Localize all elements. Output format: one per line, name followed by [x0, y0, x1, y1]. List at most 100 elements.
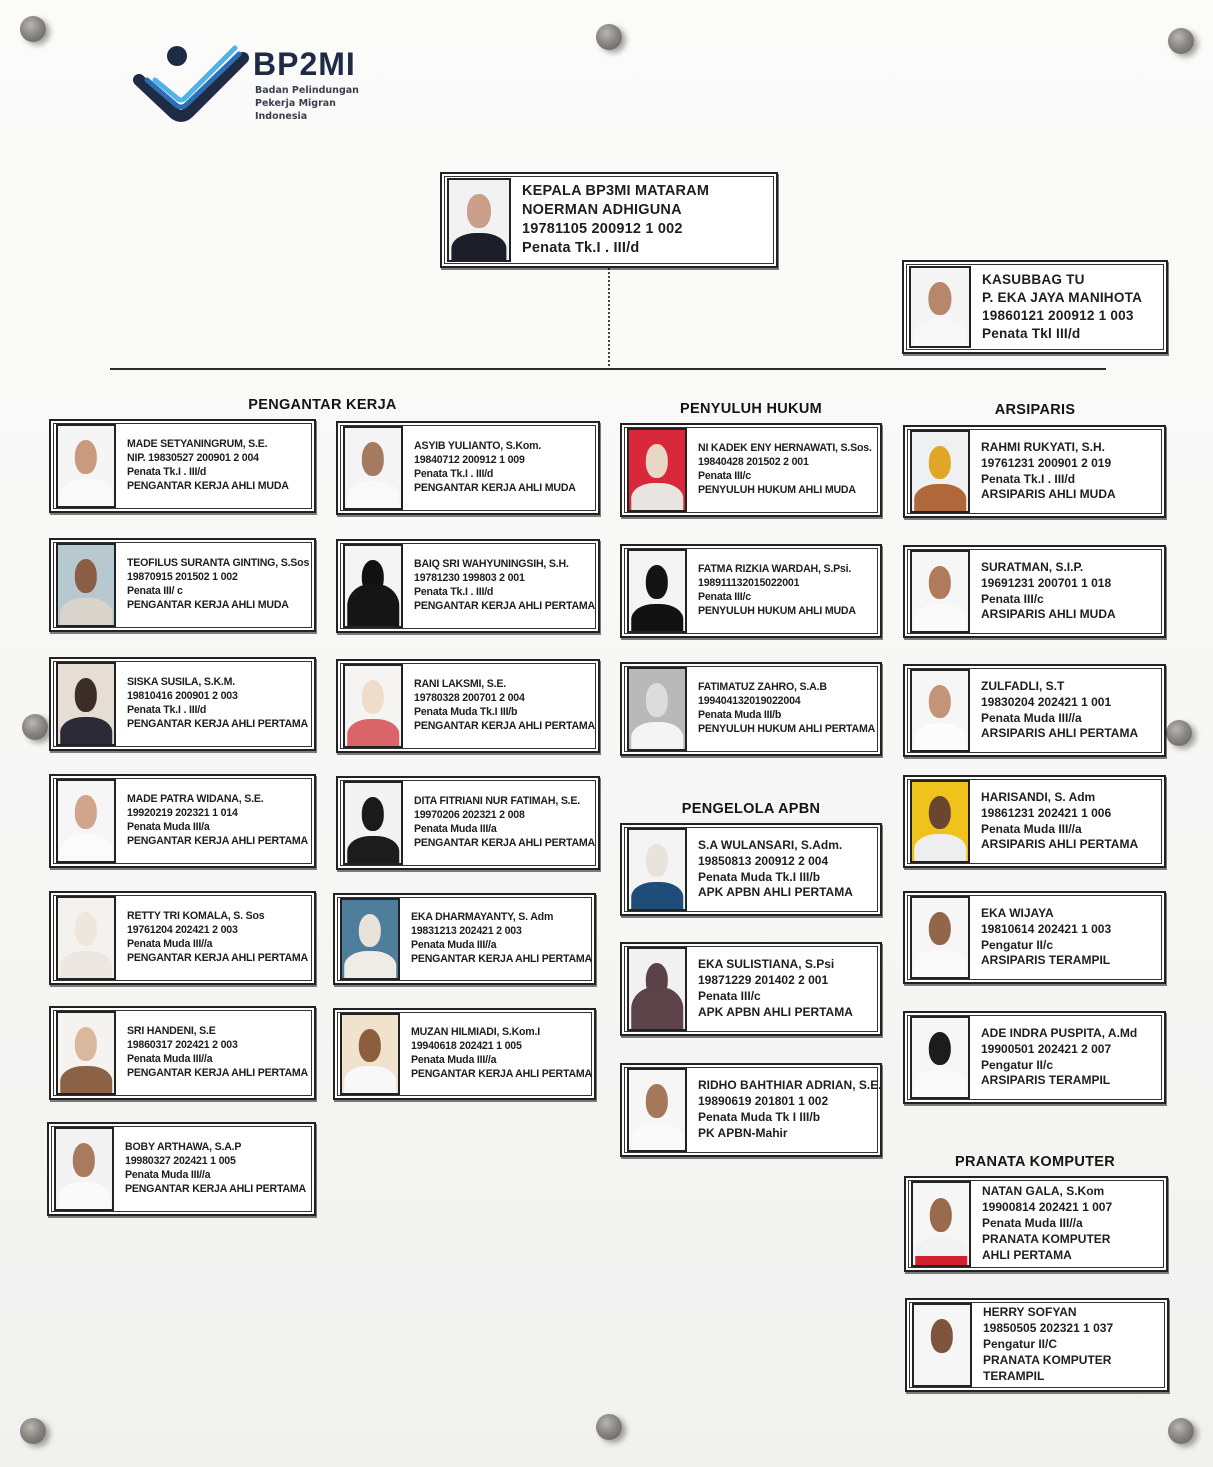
kasubbag-photo: [909, 266, 971, 348]
kasubbag-position: KASUBBAG TU: [982, 272, 1085, 288]
member-photo: [343, 664, 403, 748]
head-card: KEPALA BP3MI MATARAM NOERMAN ADHIGUNA 19…: [440, 172, 778, 268]
member-photo: [56, 896, 116, 980]
hierarchy-divider-line: [110, 368, 1106, 370]
member-card: S.A WULANSARI, S.Adm. 19850813 200912 2 …: [620, 823, 882, 916]
member-card: MADE PATRA WIDANA, S.E. 19920219 202321 …: [49, 774, 316, 868]
member-photo: [340, 1013, 400, 1095]
member-info: RANI LAKSMI, S.E. 19780328 200701 2 004 …: [403, 678, 598, 734]
member-role: PENGANTAR KERJA AHLI PERTAMA: [127, 717, 308, 730]
member-info: EKA SULISTIANA, S.Psi 19871229 201402 2 …: [687, 957, 880, 1020]
member-nip: NIP. 19830527 200901 2 004: [127, 452, 259, 465]
member-info: ASYIB YULIANTO, S.Kom. 19840712 200912 1…: [403, 440, 598, 496]
member-name: RETTY TRI KOMALA, S. Sos: [127, 910, 265, 923]
kasubbag-name: P. EKA JAYA MANIHOTA: [982, 290, 1143, 306]
member-rank: Penata Muda III//a: [127, 938, 213, 950]
member-card: ZULFADLI, S.T 19830204 202421 1 001 Pena…: [903, 664, 1166, 757]
member-role: PENYULUH HUKUM AHLI MUDA: [698, 604, 856, 617]
member-info: SISKA SUSILA, S.K.M. 19810416 200901 2 0…: [116, 676, 314, 732]
member-card: ASYIB YULIANTO, S.Kom. 19840712 200912 1…: [336, 421, 600, 515]
mounting-pin-icon: [1166, 720, 1192, 746]
member-name: RIDHO BAHTHIAR ADRIAN, S.E.: [698, 1078, 882, 1093]
member-nip: 19860317 202421 2 003: [127, 1039, 238, 1052]
member-info: S.A WULANSARI, S.Adm. 19850813 200912 2 …: [687, 838, 880, 901]
mounting-pin-icon: [20, 16, 46, 42]
member-name: SURATMAN, S.I.P.: [981, 559, 1084, 574]
member-photo: [910, 1016, 970, 1099]
member-nip: 19691231 200701 1 018: [981, 575, 1112, 590]
member-role: ARSIPARIS AHLI PERTAMA: [981, 726, 1139, 741]
member-card: SRI HANDENI, S.E 19860317 202421 2 003 P…: [49, 1006, 316, 1100]
member-info: ADE INDRA PUSPITA, A.Md 19900501 202421 …: [970, 1026, 1164, 1089]
member-role: PENGANTAR KERJA AHLI PERTAMA: [127, 834, 308, 847]
member-nip: 19900501 202421 2 007: [981, 1041, 1112, 1056]
member-name: SRI HANDENI, S.E: [127, 1025, 216, 1038]
member-rank: Penata Tk.I . III/d: [981, 471, 1076, 486]
member-rank: Penata Muda Tk I III/b: [698, 1110, 821, 1124]
member-rank: Penata Tk.I . III/d: [127, 466, 207, 478]
kasubbag-card: KASUBBAG TU P. EKA JAYA MANIHOTA 1986012…: [902, 260, 1168, 354]
member-nip: 19831213 202421 2 003: [411, 925, 522, 938]
member-info: FATIMATUZ ZAHRO, S.A.B 19940413201902200…: [687, 681, 880, 737]
member-role: PRANATA KOMPUTER: [982, 1231, 1111, 1246]
member-role: PENGANTAR KERJA AHLI PERTAMA: [411, 1067, 592, 1080]
hierarchy-dotted-line: [608, 268, 610, 370]
member-role: ARSIPARIS TERAMPIL: [981, 953, 1111, 968]
member-nip: 19830204 202421 1 001: [981, 694, 1112, 709]
member-card: RIDHO BAHTHIAR ADRIAN, S.E. 19890619 201…: [620, 1063, 882, 1157]
member-name: MUZAN HILMIADI, S.Kom.I: [411, 1026, 540, 1039]
member-info: SRI HANDENI, S.E 19860317 202421 2 003 P…: [116, 1025, 314, 1081]
member-name: S.A WULANSARI, S.Adm.: [698, 837, 843, 852]
member-name: ZULFADLI, S.T: [981, 678, 1065, 693]
member-name: DITA FITRIANI NUR FATIMAH, S.E.: [414, 795, 581, 808]
member-role: PENGANTAR KERJA AHLI MUDA: [127, 598, 289, 611]
mounting-pin-icon: [1168, 1418, 1194, 1444]
member-info: FATMA RIZKIA WARDAH, S.Psi. 198911132015…: [687, 563, 880, 619]
member-nip: 19871229 201402 2 001: [698, 973, 829, 988]
member-rank: Penata Tk.I . III/d: [414, 468, 494, 480]
member-role: APK APBN AHLI PERTAMA: [698, 885, 853, 900]
member-photo: [56, 662, 116, 746]
member-role: PRANATA KOMPUTER: [983, 1352, 1112, 1367]
member-photo: [912, 1303, 972, 1387]
member-card: ADE INDRA PUSPITA, A.Md 19900501 202421 …: [903, 1011, 1166, 1104]
member-card: NATAN GALA, S.Kom 19900814 202421 1 007 …: [904, 1176, 1168, 1272]
head-rank: Penata Tk.I . III/d: [522, 240, 640, 257]
member-nip: 19970206 202321 2 008: [414, 809, 525, 822]
member-name: ADE INDRA PUSPITA, A.Md: [981, 1025, 1138, 1040]
member-card: EKA DHARMAYANTY, S. Adm 19831213 202421 …: [333, 893, 596, 985]
mounting-pin-icon: [22, 714, 48, 740]
member-rank: Penata Muda III//a: [411, 939, 497, 951]
member-name: TEOFILUS SURANTA GINTING, S.Sos: [127, 557, 310, 570]
head-position: KEPALA BP3MI MATARAM: [522, 182, 710, 199]
member-photo: [911, 1181, 971, 1267]
member-nip: 19900814 202421 1 007: [982, 1200, 1113, 1215]
member-rank: Penata Tk.I . III/d: [127, 704, 207, 716]
member-role: PENGANTAR KERJA AHLI PERTAMA: [127, 1066, 308, 1079]
member-nip: 19840428 201502 2 001: [698, 456, 809, 469]
member-photo: [627, 549, 687, 633]
member-role: PENYULUH HUKUM AHLI PERTAMA: [698, 722, 876, 735]
member-photo: [627, 828, 687, 911]
member-role: PENGANTAR KERJA AHLI PERTAMA: [414, 599, 595, 612]
member-name: EKA DHARMAYANTY, S. Adm: [411, 911, 554, 924]
member-info: ZULFADLI, S.T 19830204 202421 1 001 Pena…: [970, 679, 1164, 742]
mounting-pin-icon: [596, 24, 622, 50]
member-photo: [56, 779, 116, 863]
member-rank: Penata III/c: [698, 591, 751, 603]
member-card: RETTY TRI KOMALA, S. Sos 19761204 202421…: [49, 891, 316, 985]
section-title-penyuluh-hukum: PENYULUH HUKUM: [680, 401, 822, 417]
member-photo: [910, 669, 970, 752]
member-info: MADE SETYANINGRUM, S.E. NIP. 19830527 20…: [116, 438, 314, 494]
member-role: PENGANTAR KERJA AHLI MUDA: [127, 479, 289, 492]
member-role: PENGANTAR KERJA AHLI PERTAMA: [414, 719, 595, 732]
member-rank: Penata Muda III/a: [414, 823, 497, 835]
member-card: FATMA RIZKIA WARDAH, S.Psi. 198911132015…: [620, 544, 882, 638]
member-role: PENGANTAR KERJA AHLI PERTAMA: [127, 951, 308, 964]
member-rank: Penata Muda III//a: [411, 1054, 497, 1066]
member-nip: 19840712 200912 1 009: [414, 454, 525, 467]
member-photo: [343, 781, 403, 865]
member-role: PENGANTAR KERJA AHLI PERTAMA: [411, 952, 592, 965]
kasubbag-info: KASUBBAG TU P. EKA JAYA MANIHOTA 1986012…: [971, 271, 1166, 343]
member-name: MADE PATRA WIDANA, S.E.: [127, 793, 264, 806]
